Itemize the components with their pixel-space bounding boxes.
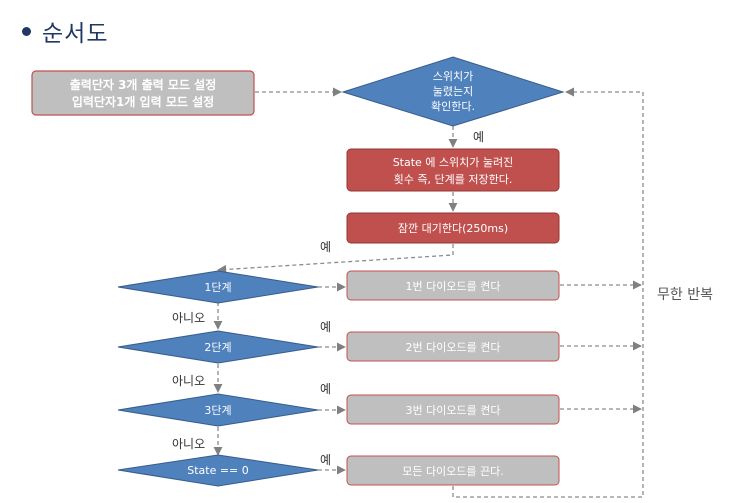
yes-label-decision: 예 — [473, 130, 485, 144]
condition-step1: 1단계 — [117, 270, 319, 304]
arrow-loop-back — [452, 87, 644, 498]
condition-step2: 2단계 — [117, 330, 319, 364]
action-2-label: 2번 다이오드를 켠다 — [406, 341, 501, 354]
connectors — [213, 87, 644, 498]
action-3-label: 3번 다이오드를 켠다 — [406, 404, 501, 417]
init-line1: 출력단자 3개 출력 모드 설정 — [70, 77, 217, 92]
no-label-step1: 아니오 — [172, 311, 206, 325]
condition-step3: 3단계 — [117, 393, 319, 427]
yes-label-state0: 예 — [320, 453, 332, 467]
state-box: State 에 스위치가 눌려진 횟수 즉, 단계를 저장한다. — [346, 148, 560, 192]
action-4-label: 모든 다이오드를 끈다. — [402, 465, 504, 478]
action-box-4: 모든 다이오드를 끈다. — [346, 455, 560, 486]
state-line2: 횟수 즉, 단계를 저장한다. — [394, 173, 513, 186]
decision-line2: 눌렸는지 — [433, 85, 473, 98]
bullet-icon — [22, 26, 31, 36]
action-1-label: 1번 다이오드를 켠다 — [406, 280, 501, 293]
init-line2: 입력단자1개 입력 모드 설정 — [72, 94, 214, 109]
yes-label-step2: 예 — [320, 320, 332, 334]
arrow-wait-to-step1 — [217, 244, 454, 275]
no-label-step3: 아니오 — [172, 437, 206, 451]
action-box-3: 3번 다이오드를 켠다 — [346, 394, 560, 425]
init-box: 출력단자 3개 출력 모드 설정 입력단자1개 입력 모드 설정 — [31, 70, 255, 116]
condition-step2-label: 2단계 — [204, 341, 231, 354]
condition-step1-label: 1단계 — [204, 281, 231, 294]
decision-line3: 확인한다. — [431, 100, 475, 113]
wait-box: 잠깐 대기한다(250ms) — [346, 212, 560, 244]
title-area: 순서도 — [22, 14, 108, 48]
decision-switch: 스위치가 눌렸는지 확인한다. — [341, 56, 565, 127]
wait-label: 잠깐 대기한다(250ms) — [398, 222, 508, 235]
condition-state0: State == 0 — [117, 454, 319, 487]
condition-step3-label: 3단계 — [204, 404, 231, 417]
loop-label: 무한 반복 — [657, 287, 713, 303]
action-box-1: 1번 다이오드를 켠다 — [346, 270, 560, 301]
yes-label-step1: 예 — [320, 240, 332, 254]
yes-label-step3: 예 — [320, 382, 332, 396]
no-label-step2: 아니오 — [172, 374, 206, 388]
condition-state0-label: State == 0 — [187, 464, 249, 477]
action-box-2: 2번 다이오드를 켠다 — [346, 331, 560, 362]
state-line1: State 에 스위치가 눌려진 — [393, 156, 514, 169]
decision-line1: 스위치가 — [433, 70, 473, 83]
page-title: 순서도 — [42, 21, 109, 47]
